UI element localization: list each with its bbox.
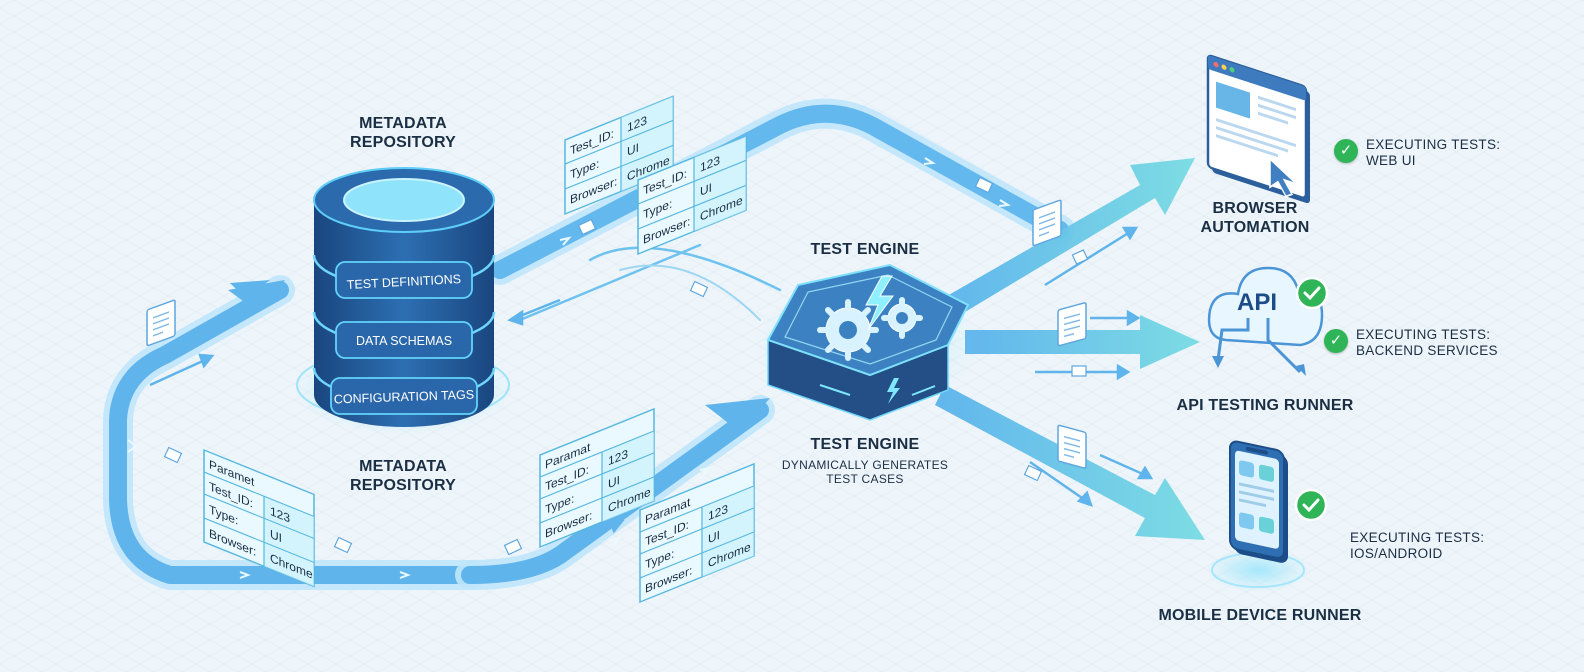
card-top-2: Test_ID: 123 Type: UI Browser: Chrome	[637, 135, 747, 256]
card-field-value: UI	[608, 473, 620, 491]
test-engine-block	[752, 263, 982, 421]
metadata-repository-title-bottom: METADATA REPOSITORY	[330, 457, 476, 495]
flow-chevrons	[127, 157, 1011, 579]
status-text: EXECUTING TESTS: BACKEND SERVICES	[1356, 327, 1498, 359]
status-line: EXECUTING TESTS:	[1356, 327, 1491, 342]
browser-automation-label: BROWSER AUTOMATION	[1190, 199, 1320, 237]
status-text: EXECUTING TESTS: WEB UI	[1366, 137, 1500, 169]
status-web-ui: ✓ EXECUTING TESTS: WEB UI	[1334, 137, 1500, 169]
title-line: METADATA	[359, 115, 447, 132]
test-engine-title-bottom: TEST ENGINE	[810, 436, 920, 453]
card-field-value: UI	[708, 528, 720, 546]
check-badge-icons	[1294, 276, 1329, 522]
status-backend-services: ✓ EXECUTING TESTS: BACKEND SERVICES	[1324, 327, 1498, 359]
metadata-repository-title-top: METADATA REPOSITORY	[330, 114, 476, 152]
api-testing-runner-label: API TESTING RUNNER	[1176, 397, 1354, 414]
card-bottom-1: Paramet Test_ID: 123 Type: UI Browser: C…	[203, 448, 315, 588]
mobile-phone-icon	[1206, 440, 1310, 592]
database-cylinder: TEST DEFINITIONS DATA SCHEMAS CONFIGURAT…	[293, 167, 513, 435]
card-top-1: Test_ID: 123 Type: UI Browser: Chrome	[564, 95, 674, 216]
test-engine-subtitle: DYNAMICALLY GENERATES TEST CASES	[775, 458, 955, 486]
layer-configuration-tags: CONFIGURATION TAGS	[334, 388, 475, 407]
status-line: IOS/ANDROID	[1350, 546, 1443, 561]
check-icon: ✓	[1334, 139, 1358, 163]
check-icon: ✓	[1324, 329, 1348, 353]
title-line: METADATA	[359, 458, 447, 475]
layer-data-schemas: DATA SCHEMAS	[356, 334, 452, 348]
card-bottom-3: Paramat Test_ID: 123 Type: UI Browser: C…	[639, 462, 755, 604]
status-ios-android: EXECUTING TESTS: IOS/ANDROID	[1350, 530, 1484, 562]
card-field-value: UI	[270, 527, 282, 545]
test-engine-title-top: TEST ENGINE	[810, 241, 920, 258]
runner-name-line: BROWSER	[1212, 200, 1298, 217]
api-icon-text: API	[1237, 289, 1277, 316]
subtitle-line: DYNAMICALLY GENERATES	[781, 458, 949, 472]
layer-test-definitions: TEST DEFINITIONS	[346, 272, 461, 292]
card-bottom-2: Paramat Test_ID: 123 Type: UI Browser: C…	[539, 407, 655, 549]
subtitle-line: TEST CASES	[826, 472, 904, 486]
status-line: WEB UI	[1366, 153, 1416, 168]
title-line: REPOSITORY	[349, 134, 457, 151]
status-line: BACKEND SERVICES	[1356, 343, 1498, 358]
status-text: EXECUTING TESTS: IOS/ANDROID	[1350, 530, 1484, 562]
browser-window-icon	[1206, 54, 1310, 204]
api-cloud-icon: API	[1207, 266, 1324, 376]
status-line: EXECUTING TESTS:	[1350, 530, 1485, 545]
runner-name-line: AUTOMATION	[1200, 219, 1310, 236]
title-line: REPOSITORY	[349, 477, 457, 494]
document-icons	[146, 176, 1089, 556]
flow-paths	[103, 98, 1075, 590]
card-field-value: UI	[627, 141, 639, 159]
card-field-value: UI	[700, 181, 712, 199]
status-line: EXECUTING TESTS:	[1366, 137, 1501, 152]
mobile-device-runner-label: MOBILE DEVICE RUNNER	[1158, 607, 1362, 624]
